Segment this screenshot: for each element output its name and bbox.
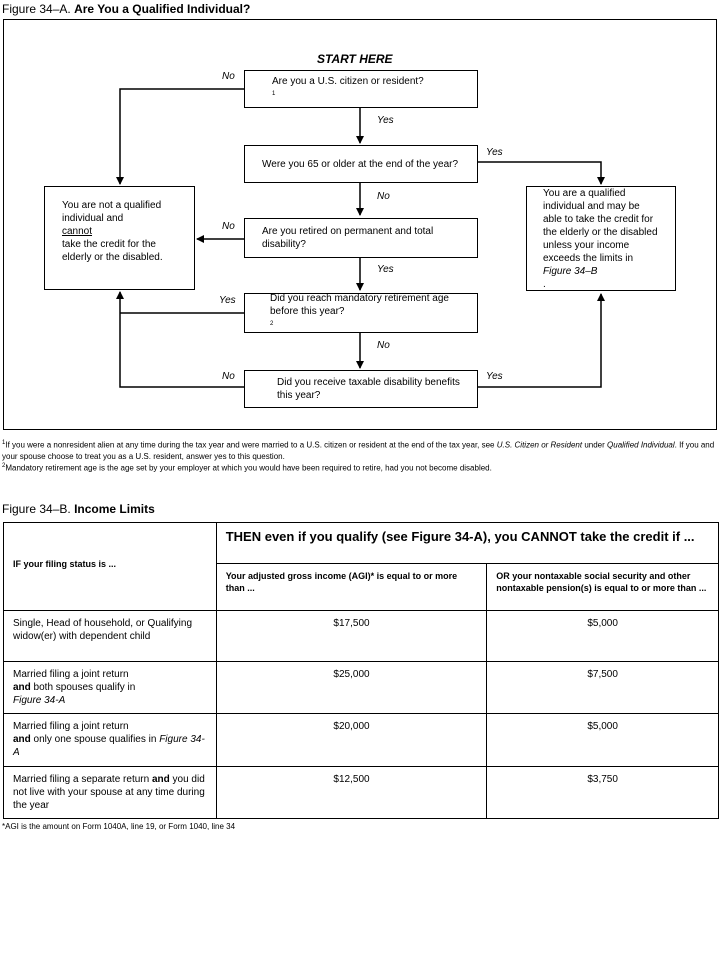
row-pension: $3,750 — [587, 774, 618, 785]
figure-a-prefix: Figure 34–A. — [2, 2, 71, 16]
row-agi: $20,000 — [333, 721, 370, 732]
agi-note: *AGI is the amount on Form 1040A, line 1… — [2, 822, 236, 831]
not-qualified-text: You are not a qualified individual and c… — [62, 199, 163, 263]
question-retirement-text: Did you reach mandatory retirement age b… — [270, 293, 449, 318]
footnote-1: 1If you were a nonresident alien at any … — [2, 440, 715, 461]
figure-a-heading: Are You a Qualified Individual? — [74, 2, 251, 16]
question-disability-text: Are you retired on permanent and total d… — [262, 226, 434, 250]
figure-b-heading: Income Limits — [74, 502, 155, 516]
row-status: Married filing a separate return and you… — [13, 774, 205, 811]
label-no-benefits: No — [222, 371, 235, 382]
row-status: Single, Head of household, or Qualifying… — [13, 618, 193, 642]
qualified-box: You are a qualified individual and may b… — [526, 186, 676, 291]
label-no-disability: No — [222, 221, 235, 232]
not-qualified-box: You are not a qualified individual and c… — [44, 186, 195, 290]
footnote-ref-2: 2 — [270, 321, 274, 328]
income-limits-table: IF your filing status is ... THEN even i… — [3, 522, 720, 819]
question-benefits-text: Did you receive taxable disability benef… — [277, 377, 460, 401]
label-yes-disability: Yes — [377, 264, 394, 275]
question-benefits-box: Did you receive taxable disability benef… — [244, 370, 478, 408]
label-yes-citizen: Yes — [377, 115, 394, 126]
label-no-age: No — [377, 191, 390, 202]
row-agi: $25,000 — [333, 669, 370, 680]
header-filing-status: IF your filing status is ... — [3, 522, 217, 611]
table-row: Married filing a separate return and you… — [3, 766, 719, 819]
question-retirement-box: Did you reach mandatory retirement age b… — [244, 293, 478, 333]
row-agi: $17,500 — [333, 618, 370, 629]
figure-b-title: Figure 34–B. Income Limits — [2, 502, 155, 516]
question-age-text: Were you 65 or older at the end of the y… — [262, 158, 459, 170]
flowchart-connectors — [116, 88, 605, 388]
row-pension: $7,500 — [587, 669, 618, 680]
header-then: THEN even if you qualify (see Figure 34-… — [215, 522, 720, 564]
row-agi: $12,500 — [333, 774, 370, 785]
label-no-retirement: No — [377, 340, 390, 351]
qualified-text: You are a qualified individual and may b… — [543, 187, 658, 290]
question-disability-box: Are you retired on permanent and total d… — [244, 218, 478, 258]
label-yes-benefits: Yes — [486, 371, 503, 382]
question-citizen-text: Are you a U.S. citizen or resident? — [272, 75, 424, 87]
row-pension: $5,000 — [587, 721, 618, 732]
label-yes-retirement: Yes — [219, 295, 236, 306]
header-pension: OR your nontaxable social security and o… — [486, 563, 719, 611]
cannot-emphasis: cannot — [62, 225, 93, 237]
question-citizen-box: Are you a U.S. citizen or resident? 1 — [244, 70, 478, 108]
label-yes-age: Yes — [486, 147, 503, 158]
flowchart-frame — [3, 19, 717, 430]
footnote-2: 2Mandatory retirement age is the age set… — [2, 463, 492, 473]
footnote-ref-1: 1 — [272, 90, 276, 97]
figure-a-title: Figure 34–A. Are You a Qualified Individ… — [2, 2, 250, 16]
header-agi: Your adjusted gross income (AGI)* is equ… — [215, 563, 488, 611]
label-no-citizen: No — [222, 71, 235, 82]
question-age-box: Were you 65 or older at the end of the y… — [244, 145, 478, 183]
table-row: Single, Head of household, or Qualifying… — [3, 610, 719, 662]
figure-b-prefix: Figure 34–B. — [2, 502, 71, 516]
row-pension: $5,000 — [587, 618, 618, 629]
figure-b-reference: Figure 34–B — [543, 265, 598, 277]
start-here-label: START HERE — [317, 52, 393, 66]
